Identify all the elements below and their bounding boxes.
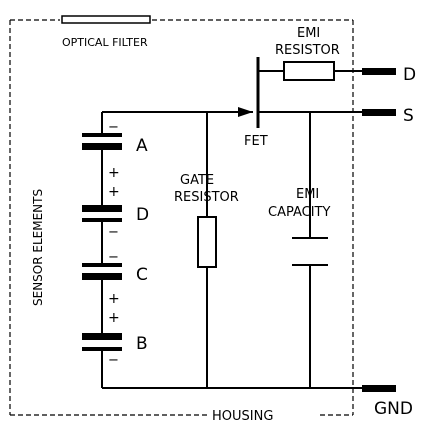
emi-resistor-label-1: EMI [297,26,320,41]
polarity-minus-b: − [108,353,119,368]
sensor-element-a-label: A [136,136,148,156]
gate-resistor [197,216,217,268]
fet-label: FET [244,134,268,149]
sensor-element-d-plate-top [82,205,122,212]
gate-resistor-label-2: RESISTOR [174,190,239,205]
pin-d-label: D [403,65,416,85]
polarity-plus-d: + [108,184,120,200]
emi-resistor [283,61,335,81]
optical-filter [61,15,151,24]
sensor-element-a-plate-top [82,133,122,137]
housing-outline [9,19,354,416]
sensor-element-c-plate-top [82,263,122,267]
emi-resistor-label-2: RESISTOR [275,43,340,58]
pin-gnd-label: GND [374,399,413,419]
polarity-plus-b: + [108,310,120,326]
polarity-plus-c: + [108,291,120,307]
pin-d-lead [362,68,396,75]
pin-s-lead [362,109,396,116]
sensor-elements-label: SENSOR ELEMENTS [31,189,45,306]
fet-gate-arrow [238,107,253,117]
emi-capacity-label-2: CAPACITY [268,205,330,220]
sensor-element-b-label: B [136,334,148,354]
emi-capacity-label-1: EMI [296,187,319,202]
sensor-element-d-plate-bottom [82,218,122,222]
polarity-minus-d: − [108,225,119,240]
sensor-element-a-plate-bottom [82,143,122,150]
sensor-element-b-plate-bottom [82,347,122,351]
sensor-element-chain [82,112,122,388]
sensor-element-c-label: C [136,265,148,285]
gate-resistor-label-1: GATE [180,173,214,188]
polarity-minus-c: − [108,250,119,265]
sensor-element-c-plate-bottom [82,273,122,280]
polarity-plus-a: + [108,165,120,181]
sensor-element-d-label: D [136,205,149,225]
pin-s-label: S [403,106,414,126]
polarity-minus-a: − [108,120,119,135]
pin-gnd-lead [362,385,396,392]
housing-label: HOUSING [212,409,273,424]
sensor-element-b-plate-top [82,333,122,340]
optical-filter-label: OPTICAL FILTER [62,36,148,49]
